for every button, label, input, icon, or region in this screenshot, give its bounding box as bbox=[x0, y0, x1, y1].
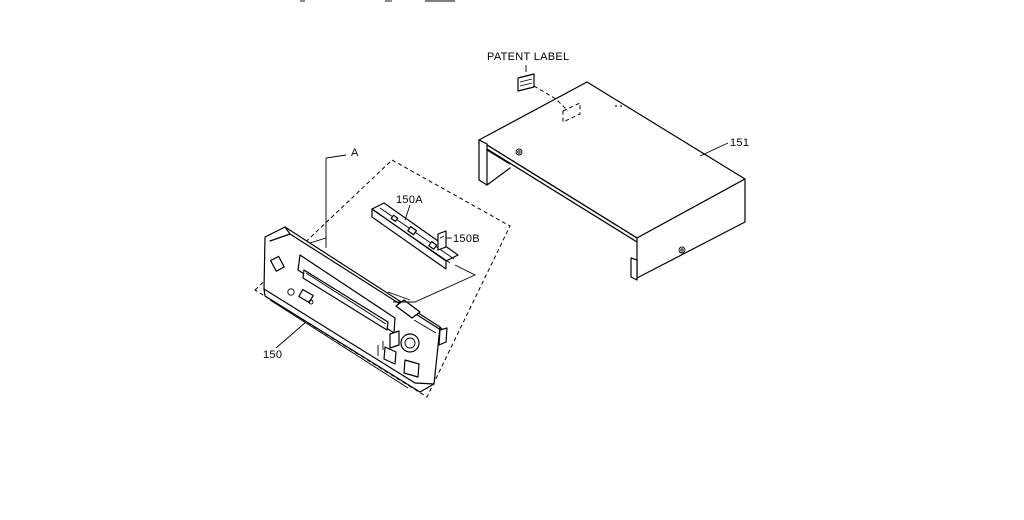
connector-line bbox=[393, 264, 477, 303]
patent-label-text: PATENT LABEL bbox=[487, 51, 569, 63]
sub-board-150a bbox=[371, 202, 459, 270]
top-cover bbox=[478, 81, 746, 281]
part-number-150a: 150A bbox=[396, 194, 423, 206]
screw-hole-icon bbox=[515, 148, 523, 156]
patent-label-sticker bbox=[517, 65, 569, 112]
part-number-150: 150 bbox=[263, 349, 282, 361]
button-icon bbox=[287, 288, 295, 296]
jog-dial-icon bbox=[400, 333, 420, 353]
part-number-151: 151 bbox=[730, 137, 749, 149]
front-panel bbox=[263, 226, 448, 393]
small-part-150b bbox=[437, 230, 452, 251]
screw-hole-icon bbox=[678, 246, 686, 254]
reference-a-leader bbox=[325, 154, 347, 238]
reference-letter-a: A bbox=[351, 147, 359, 159]
part-number-150b: 150B bbox=[453, 233, 480, 245]
